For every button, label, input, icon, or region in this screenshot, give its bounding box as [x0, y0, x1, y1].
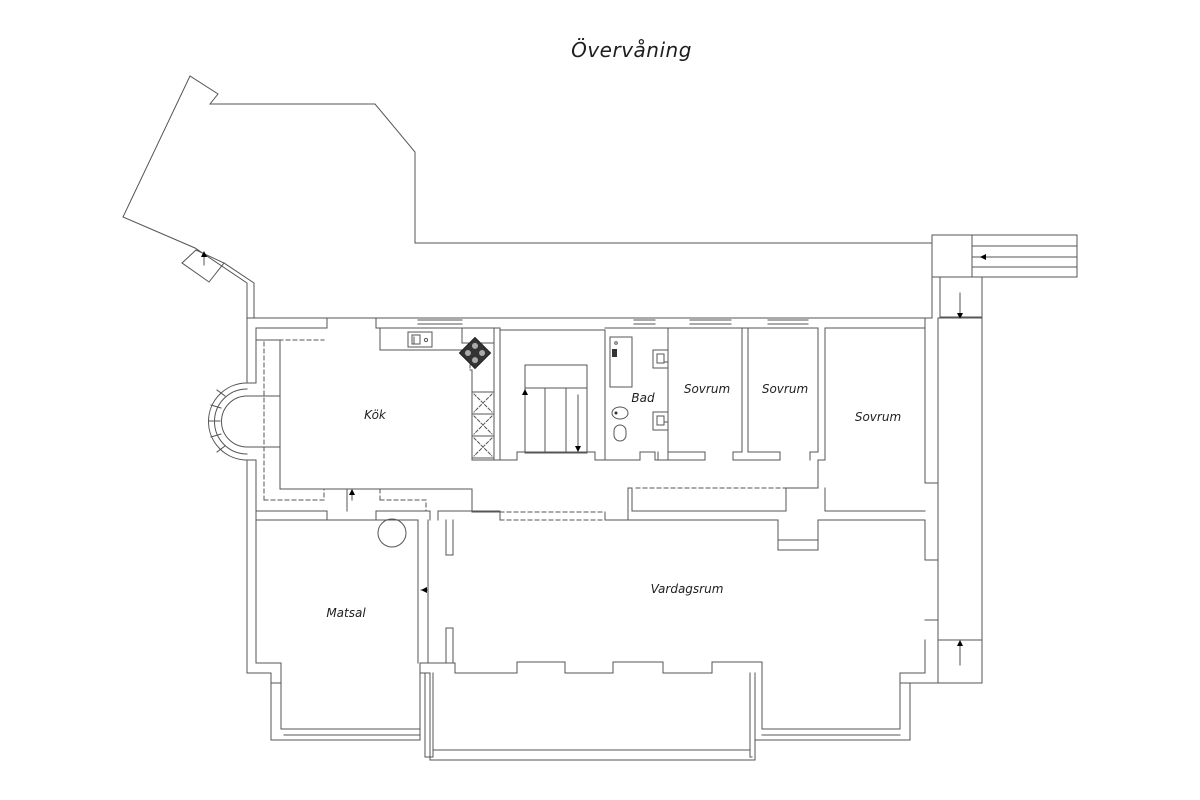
column: [378, 519, 406, 547]
room-label-kok: Kök: [364, 408, 386, 422]
roof-arrow-head: [201, 251, 207, 257]
stove: [459, 337, 490, 368]
bay-window: [209, 383, 281, 460]
bedrooms: [628, 320, 925, 520]
washbasin-2: [653, 412, 668, 430]
floor-title: Övervåning: [571, 38, 692, 62]
bathtub: [610, 337, 632, 387]
right-stair: [932, 235, 1077, 683]
sink: [408, 332, 432, 347]
roof-hatch: [182, 250, 224, 282]
outer-walls: [247, 318, 938, 760]
room-label-bad: Bad: [631, 391, 655, 405]
room-label-sovrum-3: Sovrum: [854, 410, 902, 424]
toilet: [611, 406, 629, 420]
bathroom: [605, 320, 668, 460]
living-room: [378, 512, 925, 663]
room-label-matsal: Matsal: [326, 606, 366, 620]
room-label-vardagsrum: Vardagsrum: [650, 582, 724, 596]
washbasin-1: [653, 350, 668, 368]
stairwell: [500, 328, 605, 460]
terrace-outline: [123, 76, 932, 318]
kitchen: [256, 328, 500, 520]
room-label-sovrum-1: Sovrum: [683, 382, 731, 396]
room-label-sovrum-2: Sovrum: [761, 382, 809, 396]
